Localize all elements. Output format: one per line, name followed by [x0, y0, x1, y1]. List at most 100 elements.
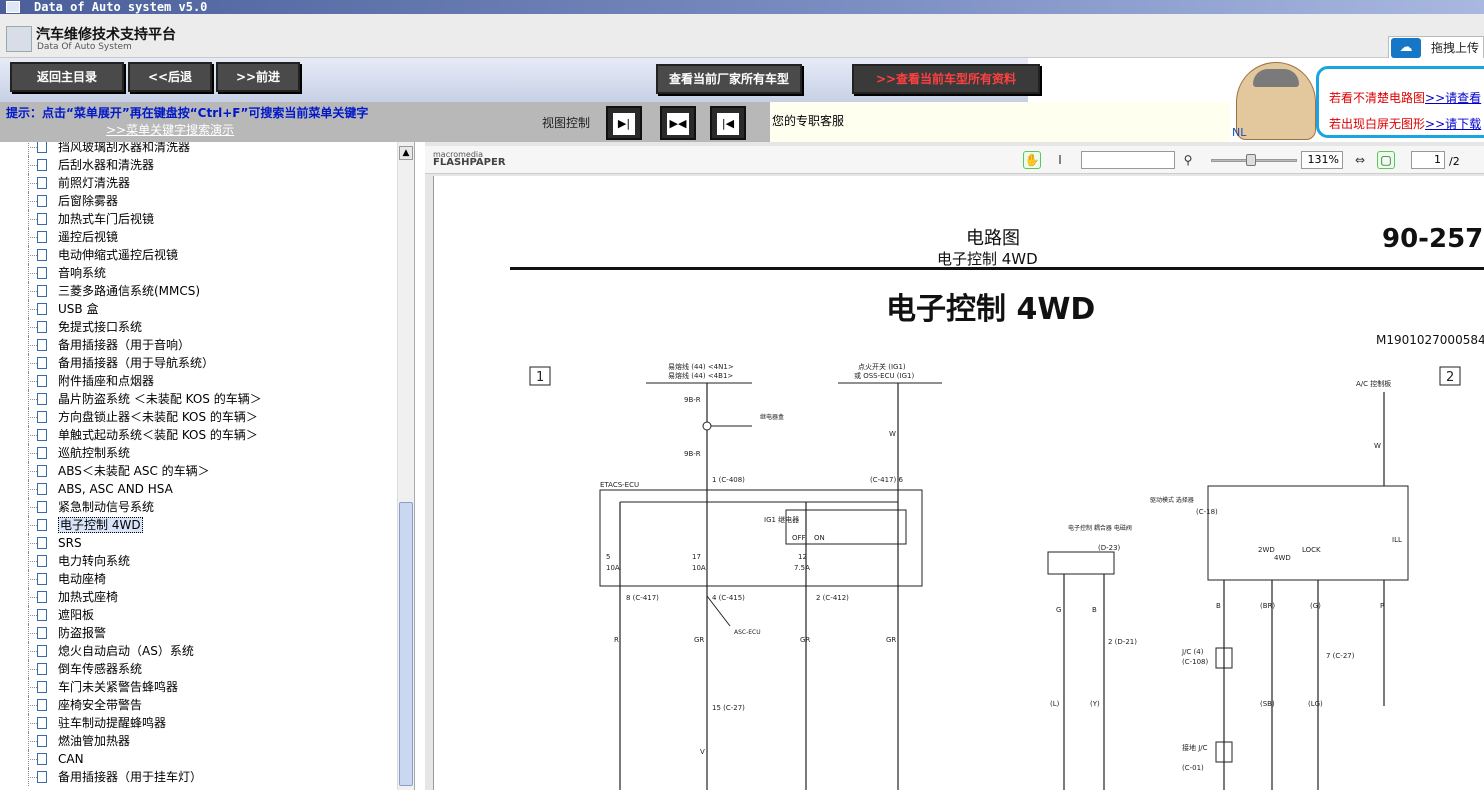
- forward-button[interactable]: >>前进: [216, 62, 300, 92]
- coupling-solenoid: [1047, 551, 1115, 575]
- tree-item-label: 单触式起动系统＜装配 KOS 的车辆＞: [58, 428, 258, 442]
- tree-item[interactable]: ABS, ASC AND HSA: [0, 480, 396, 498]
- tree-item[interactable]: 单触式起动系统＜装配 KOS 的车辆＞: [0, 426, 396, 444]
- wire-gr-label-2: GR: [800, 636, 810, 644]
- tree-item[interactable]: 前照灯清洗器: [0, 174, 396, 192]
- view-expand-left-button[interactable]: |◀: [710, 106, 746, 140]
- cloud-upload-icon: ☁: [1391, 38, 1421, 58]
- document-icon: [30, 303, 47, 315]
- tree-item[interactable]: 后窗除雾器: [0, 192, 396, 210]
- tree-item[interactable]: 电子控制 4WD: [0, 516, 396, 534]
- tree-item[interactable]: 熄火自动启动（AS）系统: [0, 642, 396, 660]
- section-box-1: [529, 366, 551, 386]
- coupling-label: 电子控制 耦合器 电磁阀: [1068, 524, 1132, 532]
- back-button[interactable]: <<后退: [128, 62, 212, 92]
- zoom-field[interactable]: 131%: [1301, 151, 1343, 169]
- tree-item-label: 电子控制 4WD: [58, 517, 143, 533]
- document-icon: [30, 465, 47, 477]
- tree-item[interactable]: 电动座椅: [0, 570, 396, 588]
- document-page: 电路图 电子控制 4WD 90-257 电子控制 4WD M1901027000…: [433, 176, 1484, 790]
- back-to-main-button[interactable]: 返回主目录: [10, 62, 124, 92]
- hand-tool-icon[interactable]: ✋: [1023, 151, 1041, 169]
- help-line2: 若出现白屏无图形: [1329, 117, 1426, 131]
- c27-label-b: 7 (C-27): [1326, 652, 1355, 660]
- document-icon: [30, 735, 47, 747]
- tree-item[interactable]: 方向盘锁止器＜未装配 KOS 的车辆＞: [0, 408, 396, 426]
- view-expand-right-button[interactable]: ▶|: [606, 106, 642, 140]
- tree-item-label: CAN: [58, 752, 84, 766]
- tree-item[interactable]: 车门未关紧警告蜂鸣器: [0, 678, 396, 696]
- relay-off: OFF: [792, 534, 806, 542]
- tree-item[interactable]: 三菱多路通信系统(MMCS): [0, 282, 396, 300]
- drag-upload-button[interactable]: ☁ 拖拽上传: [1388, 36, 1484, 60]
- ill-label: ILL: [1392, 536, 1402, 544]
- fuse-12: 12: [798, 553, 807, 561]
- search-icon[interactable]: ⚲: [1183, 153, 1193, 167]
- zoom-slider-knob[interactable]: [1246, 154, 1256, 166]
- scroll-up-icon[interactable]: ▲: [399, 146, 413, 160]
- tree-item[interactable]: 音响系统: [0, 264, 396, 282]
- tree-item[interactable]: 备用插接器（用于挂车灯）: [0, 768, 396, 786]
- tree-item-label: 后刮水器和清洗器: [58, 158, 155, 172]
- help-line1: 若看不清楚电路图: [1329, 91, 1426, 105]
- tree-item[interactable]: 遮阳板: [0, 606, 396, 624]
- tree-item[interactable]: CAN: [0, 750, 396, 768]
- document-icon: [30, 177, 47, 189]
- tree-item[interactable]: 防盗报警: [0, 624, 396, 642]
- tree-item[interactable]: 挡风玻璃刮水器和清洗器: [0, 142, 396, 156]
- tree-item-label: 倒车传感器系统: [58, 662, 143, 676]
- tree-item-label: 遮阳板: [58, 608, 95, 622]
- tree-item[interactable]: 备用插接器（用于导航系统）: [0, 354, 396, 372]
- wire-y-label: (Y): [1090, 700, 1100, 708]
- tree-item[interactable]: SRS: [0, 534, 396, 552]
- tree-item[interactable]: 电力转向系统: [0, 552, 396, 570]
- wire-asc: [706, 595, 731, 627]
- page-number-field[interactable]: 1: [1411, 151, 1445, 169]
- arrow-left-icon: |◀: [717, 113, 739, 135]
- fit-page-icon[interactable]: ▢: [1377, 151, 1395, 169]
- tree-item[interactable]: 晶片防盗系统 ＜未装配 KOS 的车辆＞: [0, 390, 396, 408]
- c417-top-label: (C-417) 6: [870, 476, 903, 484]
- tree-item[interactable]: 备用插接器（用于音响）: [0, 336, 396, 354]
- document-icon: [30, 519, 47, 531]
- tree-item[interactable]: 巡航控制系统: [0, 444, 396, 462]
- viewer-search-input[interactable]: [1081, 151, 1175, 169]
- fusible-link-1: 易熔线 (44) <4N1>: [668, 362, 734, 371]
- section-box-2: [1439, 366, 1461, 386]
- tree-item[interactable]: 倒车传感器系统: [0, 660, 396, 678]
- help-link1[interactable]: >>请查看: [1425, 91, 1482, 105]
- tree-item[interactable]: 附件插座和点烟器: [0, 372, 396, 390]
- tree-item-label: 三菱多路通信系统(MMCS): [58, 284, 201, 298]
- tree-item[interactable]: 燃油管加热器: [0, 732, 396, 750]
- tree-item[interactable]: 紧急制动信号系统: [0, 498, 396, 516]
- tree-item[interactable]: 免提式接口系统: [0, 318, 396, 336]
- tree-item[interactable]: 加热式座椅: [0, 588, 396, 606]
- fit-width-icon[interactable]: ⇔: [1354, 153, 1366, 167]
- tree-scrollbar[interactable]: ▲: [397, 142, 414, 790]
- tree-item[interactable]: 后刮水器和清洗器: [0, 156, 396, 174]
- search-demo-link[interactable]: >>菜单关键字搜索演示: [106, 123, 235, 137]
- wire-g2-label: (G): [1310, 602, 1321, 610]
- document-icon: [30, 537, 47, 549]
- tree-item[interactable]: 驻车制动提醒蜂鸣器: [0, 714, 396, 732]
- tree-item[interactable]: USB 盒: [0, 300, 396, 318]
- help-link2[interactable]: >>请下载: [1425, 117, 1482, 131]
- all-models-button[interactable]: 查看当前厂家所有车型: [656, 64, 802, 94]
- tree-item[interactable]: 座椅安全带警告: [0, 696, 396, 714]
- text-select-icon[interactable]: I: [1058, 153, 1062, 167]
- tree-item[interactable]: ABS＜未装配 ASC 的车辆＞: [0, 462, 396, 480]
- document-icon: [30, 411, 47, 423]
- tree-item[interactable]: 加热式车门后视镜: [0, 210, 396, 228]
- zoom-slider[interactable]: [1211, 154, 1297, 166]
- scroll-thumb[interactable]: [399, 502, 413, 786]
- tree-item[interactable]: 遥控后视镜: [0, 228, 396, 246]
- document-icon: [30, 375, 47, 387]
- tree-item[interactable]: 电动伸缩式遥控后视镜: [0, 246, 396, 264]
- window-titlebar: Data of Auto system v5.0: [0, 0, 1484, 14]
- all-model-data-button[interactable]: >>查看当前车型所有资料: [852, 64, 1040, 94]
- view-split-button[interactable]: ▶◀: [660, 106, 696, 140]
- tree-item-label: 电动座椅: [58, 572, 107, 586]
- document-icon: [30, 249, 47, 261]
- tree-item-label: SRS: [58, 536, 82, 550]
